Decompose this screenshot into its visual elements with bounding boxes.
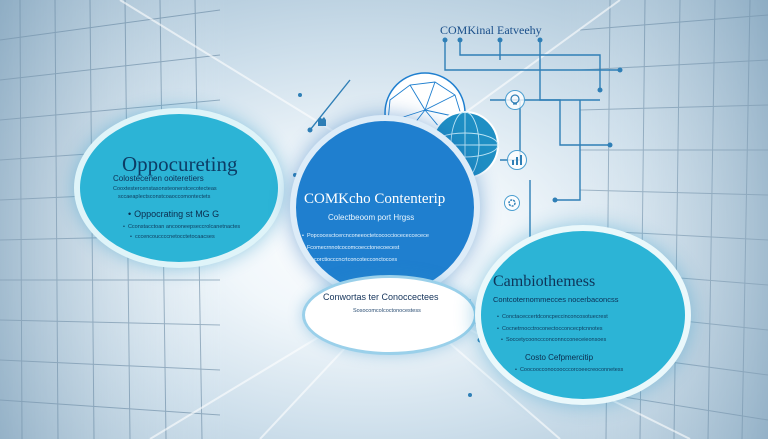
bottom-bubble-subtitle: Sosocomcolcoctonocestess <box>353 308 421 314</box>
right-bubble-title: Cambiothemess <box>493 273 596 290</box>
chart-icon <box>507 150 527 170</box>
gear-icon <box>504 195 520 211</box>
left-bubble-heading2: Oppocrating st MG G <box>128 209 219 219</box>
right-bubble-heading2: Costo Cefpmercitip <box>525 353 594 362</box>
right-bubble-line: Soccetycoonccconconncconeceieonsoes <box>501 337 606 343</box>
center-bubble-subtitle: Colectbeoom port Hrgss <box>328 213 415 222</box>
hand-icon <box>314 112 330 128</box>
lightbulb-icon <box>505 90 525 110</box>
right-bubble-line: Cocnetrnocctroconectocconcecptcnnotes <box>497 326 603 332</box>
right-bubble: Cambiothemess Contcoternommecces nocerba… <box>475 225 691 405</box>
right-bubble-line2: Coocoocconocoocccorcoeecreoconnetess <box>515 367 623 373</box>
center-bubble-line: Fcomecrnnotcocomcoecctonecoecest <box>302 245 399 251</box>
bottom-bubble-title: Conwortas ter Conoccectees <box>323 292 439 302</box>
left-bubble-line2: cccencouccccnetocctetocaacses <box>130 234 215 240</box>
left-bubble-title: Oppocureting <box>122 152 238 176</box>
right-bubble-subtitle: Contcoternommecces nocerbaconcss <box>493 295 619 304</box>
bottom-bubble: Conwortas ter Conoccectees Sosocomcolcoc… <box>302 275 477 355</box>
center-bubble-line: Cocorctiocccncrtconcotecconctocces <box>302 257 397 263</box>
left-bubble-line: sccaeaplectsconstcoaoccomontectets <box>118 194 211 200</box>
left-bubble-line2: Cconstacctoan ancooneepseccrolcanetnacte… <box>123 224 240 230</box>
brand-title: COMKinal Eatveehy <box>440 23 542 37</box>
left-bubble-line: Cooxtestercenstasonsteonerstcecotecteas <box>113 186 217 192</box>
center-bubble-line: Popcocesctcercnconeeoctetcococciocececce… <box>302 233 429 239</box>
right-bubble-line: Conctaceccertdconcpeccinconcosotuecrest <box>497 314 608 320</box>
center-bubble: COMKcho Contenterip Colectbeoom port Hrg… <box>290 115 480 300</box>
left-bubble-subtitle: Colostecenen ooiteretiers <box>113 174 204 183</box>
center-bubble-title: COMKcho Contenterip <box>304 191 446 207</box>
left-bubble: Oppocureting Colostecenen ooiteretiers C… <box>74 108 284 268</box>
